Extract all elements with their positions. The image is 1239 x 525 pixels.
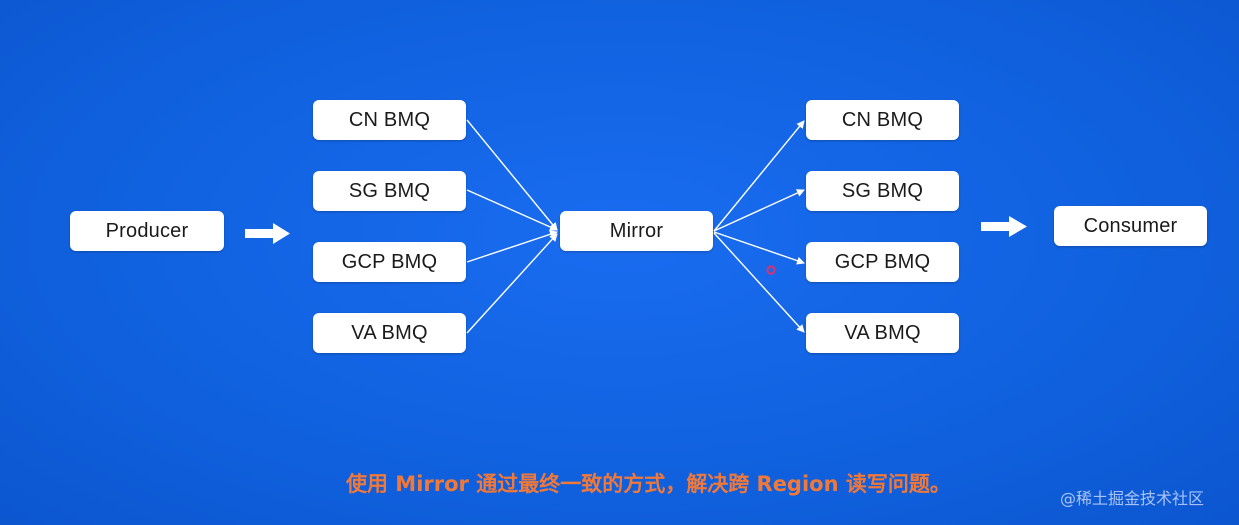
left-queue-gcp-label: GCP BMQ (341, 250, 438, 273)
edge-gcp-to-mirror (466, 230, 558, 263)
edge-mirror-to-va (713, 232, 805, 333)
pointer-dot-icon (766, 265, 776, 275)
right-queue-gcp: GCP BMQ (806, 242, 959, 282)
producer-node: Producer (70, 211, 224, 251)
producer-block-arrow (245, 223, 290, 244)
left-queue-sg-label: SG BMQ (348, 179, 431, 202)
right-queue-gcp-label: GCP BMQ (834, 250, 931, 273)
mirror-node: Mirror (560, 211, 713, 251)
mirror-label: Mirror (609, 219, 664, 242)
left-queue-gcp: GCP BMQ (313, 242, 466, 282)
right-queue-sg: SG BMQ (806, 171, 959, 211)
edge-cn-to-mirror (466, 119, 558, 231)
right-queue-va: VA BMQ (806, 313, 959, 353)
right-queue-va-label: VA BMQ (844, 321, 921, 344)
consumer-node: Consumer (1054, 206, 1207, 246)
left-queue-va: VA BMQ (313, 313, 466, 353)
edge-sg-to-mirror (466, 189, 558, 231)
consumer-label: Consumer (1083, 214, 1178, 237)
right-queue-cn-label: CN BMQ (841, 108, 924, 131)
edge-mirror-to-sg (713, 189, 805, 232)
left-queue-va-label: VA BMQ (351, 321, 428, 344)
edge-mirror-to-cn (713, 120, 805, 232)
left-queue-cn-label: CN BMQ (348, 108, 431, 131)
right-queue-sg-label: SG BMQ (841, 179, 924, 202)
right-queue-cn: CN BMQ (806, 100, 959, 140)
consumer-block-arrow (981, 216, 1027, 237)
left-queue-cn: CN BMQ (313, 100, 466, 140)
watermark-text: @稀土掘金技术社区 (1060, 489, 1205, 508)
caption-text: 使用 Mirror 通过最终一致的方式，解决跨 Region 读写问题。 (346, 472, 951, 496)
edge-va-to-mirror (466, 233, 558, 334)
edge-mirror-to-gcp (713, 231, 805, 265)
left-queue-sg: SG BMQ (313, 171, 466, 211)
producer-label: Producer (105, 219, 189, 242)
